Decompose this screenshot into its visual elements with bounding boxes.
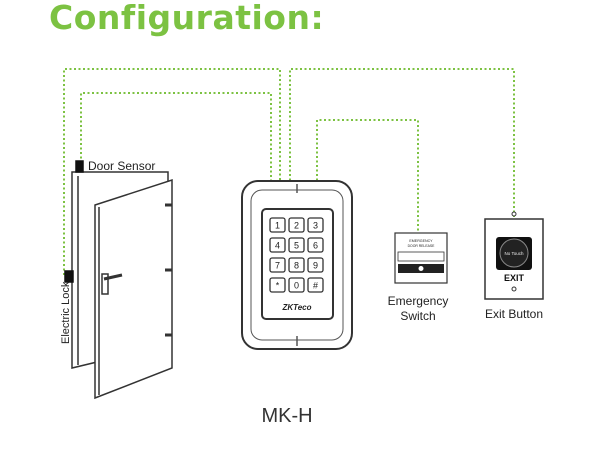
keypad-key-label: 8 [294, 261, 299, 271]
wire-door-sensor [80, 92, 272, 185]
wires [63, 68, 515, 275]
emergency-header-2: DOOR RELEASE [408, 244, 435, 248]
keypad-keys: 1 2 3 4 5 6 7 8 9 * 0 # [269, 217, 324, 293]
model-label: MK-H [261, 405, 313, 427]
door [64, 160, 173, 400]
keypad-key: 3 [307, 217, 324, 233]
keypad-key-label: 1 [275, 221, 280, 231]
keypad-key: 1 [269, 217, 286, 233]
exit-screw-bottom [511, 286, 517, 292]
keypad-key: # [307, 277, 324, 293]
keypad-key-label: 5 [294, 241, 299, 251]
keypad-key: 9 [307, 257, 324, 273]
exit-button-label: Exit Button [485, 307, 543, 321]
keypad-key-label: 4 [275, 241, 280, 251]
emergency-switch: EMERGENCY DOOR RELEASE [394, 232, 448, 284]
door-handle [101, 273, 109, 295]
keypad-key: 0 [288, 277, 305, 293]
wire-emergency-switch [316, 119, 419, 233]
keypad-key: 8 [288, 257, 305, 273]
electric-lock-label: Electric Lock [60, 281, 72, 344]
keypad-key-label: * [276, 281, 280, 291]
emergency-header-1: EMERGENCY [409, 239, 433, 243]
keypad-key-label: # [313, 281, 318, 291]
wire-exit-button [289, 68, 515, 220]
keypad-key: 5 [288, 237, 305, 253]
keypad-key: 6 [307, 237, 324, 253]
keypad-key: 7 [269, 257, 286, 273]
page-title: Configuration: [49, 0, 325, 37]
electric-lock [64, 270, 74, 283]
keypad-key-label: 2 [294, 221, 299, 231]
keypad-key-label: 3 [313, 221, 318, 231]
exit-panel-label: EXIT [504, 273, 525, 283]
emergency-switch-label-1: Emergency [388, 294, 449, 308]
door-leaf [94, 178, 173, 400]
keypad-key-label: 6 [313, 241, 318, 251]
keypad-key-label: 0 [294, 281, 299, 291]
device-brand: ZKTeco [281, 303, 311, 312]
keypad-key-label: 7 [275, 261, 280, 271]
exit-button-device: No Touch EXIT [484, 211, 544, 300]
emergency-switch-label-2: Switch [400, 309, 435, 323]
exit-button-text: No Touch [505, 251, 524, 256]
keypad-key: 4 [269, 237, 286, 253]
door-sensor-label: Door Sensor [88, 159, 155, 173]
door-sensor [75, 160, 84, 173]
mk-h-device: 1 2 3 4 5 6 7 8 9 * 0 # ZKTeco [241, 180, 353, 350]
keypad-key-label: 9 [313, 261, 318, 271]
keypad-key: 2 [288, 217, 305, 233]
keypad-key: * [269, 277, 286, 293]
